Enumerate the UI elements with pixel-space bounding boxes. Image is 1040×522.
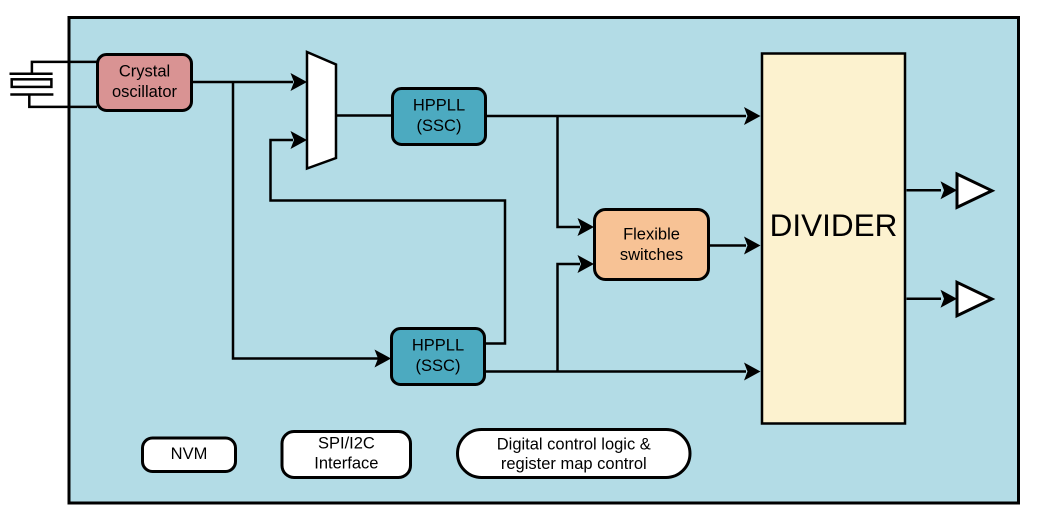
svg-text:oscillator: oscillator: [112, 83, 178, 101]
svg-text:HPPLL: HPPLL: [412, 337, 464, 355]
svg-text:Flexible: Flexible: [623, 225, 680, 243]
svg-text:DIVIDER: DIVIDER: [770, 207, 898, 243]
svg-text:(SSC): (SSC): [416, 357, 461, 375]
svg-text:Digital control logic &: Digital control logic &: [497, 436, 651, 454]
svg-text:register map control: register map control: [501, 455, 647, 473]
svg-text:SPI/I2C: SPI/I2C: [318, 435, 375, 453]
svg-text:NVM: NVM: [171, 445, 208, 463]
svg-text:Interface: Interface: [314, 455, 378, 473]
svg-text:HPPLL: HPPLL: [413, 97, 465, 115]
svg-text:switches: switches: [620, 246, 683, 264]
svg-text:(SSC): (SSC): [417, 117, 462, 135]
svg-text:Crystal: Crystal: [119, 63, 170, 81]
